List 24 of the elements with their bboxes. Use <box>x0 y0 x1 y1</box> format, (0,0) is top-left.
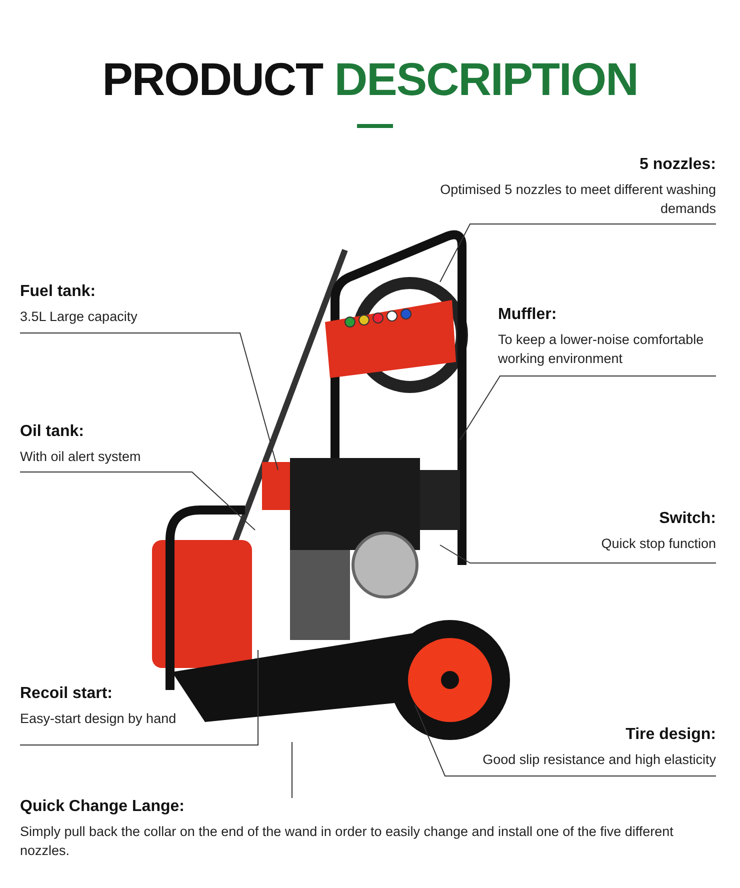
leader-line <box>20 472 256 530</box>
callout-text: With oil alert system <box>20 448 142 466</box>
callout-text: Easy-start design by hand <box>20 710 178 728</box>
callout-heading: Muffler: <box>498 306 557 324</box>
leader-line <box>460 376 716 440</box>
leader-line <box>414 704 716 776</box>
callout-text: 3.5L Large capacity <box>20 308 138 326</box>
callout-text: Optimised 5 nozzles to meet different washing demands <box>440 181 716 218</box>
callout-heading: Fuel tank: <box>20 283 96 301</box>
callout-text: Simply pull back the collar on the end of the wand in order to easily change and install one of the five different nozzles. <box>20 823 674 860</box>
callout-heading: Quick Change Lange: <box>20 798 184 816</box>
callout-heading: Oil tank: <box>20 423 84 441</box>
callout-text: Good slip resistance and high elasticity <box>482 751 716 769</box>
leader-line <box>20 650 258 746</box>
page-title: PRODUCT DESCRIPTION <box>101 52 639 106</box>
leader-line <box>440 544 716 564</box>
callout-heading: Switch: <box>659 510 716 528</box>
callout-heading: Recoil start: <box>20 685 112 703</box>
callout-heading: 5 nozzles: <box>640 156 716 174</box>
callout-text: To keep a lower-noise comfortable working environment <box>498 331 705 368</box>
leader-line <box>20 332 278 470</box>
callout-text: Quick stop function <box>600 535 716 553</box>
leader-line <box>440 224 716 282</box>
callout-heading: Tire design: <box>626 726 716 744</box>
